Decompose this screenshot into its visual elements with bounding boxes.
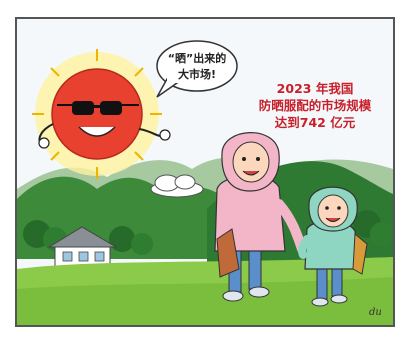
cloud [150,174,204,198]
cartoon-frame: “晒”出来的 大市场! 2023 年我国 防晒服配的市场规模 达到742 亿元 [15,17,395,327]
cartoon-illustration: “晒”出来的 大市场! 2023 年我国 防晒服配的市场规模 达到742 亿元 [17,19,393,325]
sun-character [32,49,171,179]
child-figure [298,186,368,307]
grass-foreground [17,277,393,325]
speech-bubble-line1: “晒”出来的 [168,51,226,65]
headline-line1: 2023 年我国 [277,81,354,96]
artist-signature: du [369,307,382,318]
headline-line3: 达到742 亿元 [275,115,356,130]
headline: 2023 年我国 防晒服配的市场规模 达到742 亿元 [259,81,372,130]
speech-bubble-line2: 大市场! [178,67,216,81]
speech-bubble: “晒”出来的 大市场! [156,40,238,98]
headline-line2: 防晒服配的市场规模 [259,98,372,113]
